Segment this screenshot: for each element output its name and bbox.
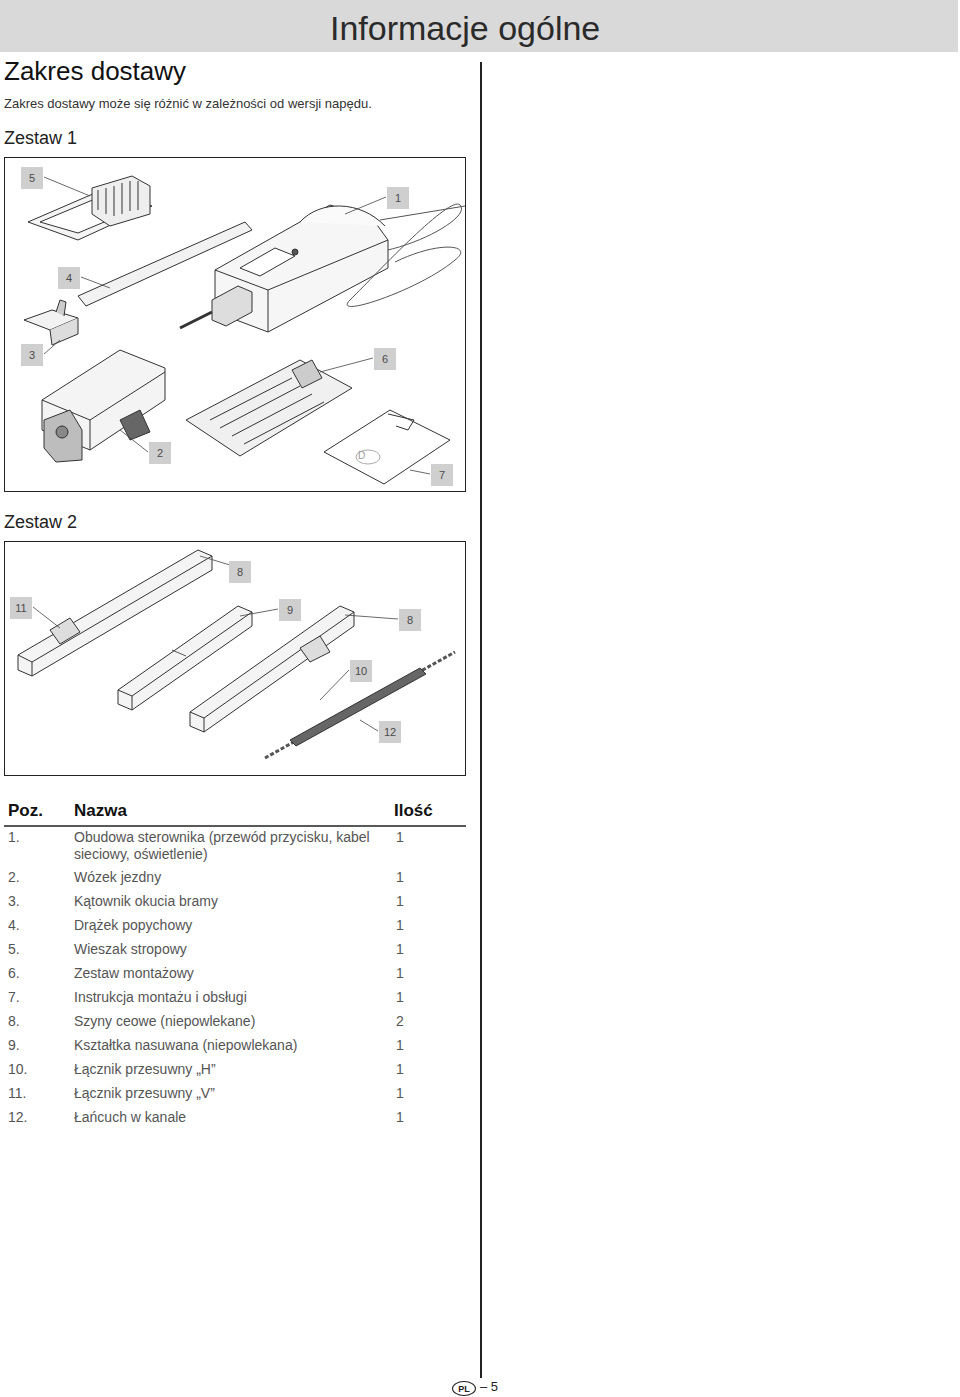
table-cell: 1 <box>396 965 404 982</box>
table-cell: Kształtka nasuwana (niepowlekana) <box>74 1037 384 1054</box>
table-cell: Wózek jezdny <box>74 869 384 886</box>
table-cell: 10. <box>8 1061 27 1078</box>
table-header: Poz. <box>8 801 43 821</box>
table-cell: 6. <box>8 965 20 982</box>
table-cell: 2. <box>8 869 20 886</box>
angle-bracket <box>24 300 78 345</box>
table-cell: 1 <box>396 941 404 958</box>
table-cell: Instrukcja montażu i obsługi <box>74 989 384 1006</box>
callout-number: 1 <box>395 192 401 204</box>
table-cell: 4. <box>8 917 20 934</box>
rail-profile <box>190 606 354 732</box>
table-cell: Łącznik przesuwny „H” <box>74 1061 384 1078</box>
table-cell: Zestaw montażowy <box>74 965 384 982</box>
table-cell: 5. <box>8 941 20 958</box>
callout-box: 7 <box>431 464 453 486</box>
table-cell: Obudowa sterownika (przewód przycisku, k… <box>74 829 384 863</box>
kit-frame: Zestaw 15143627 <box>4 157 466 492</box>
chain-channel <box>265 652 455 758</box>
callout-number: 3 <box>29 349 35 361</box>
callout-number: 10 <box>355 665 367 677</box>
table-cell: 1 <box>396 1109 404 1126</box>
table-cell: 1 <box>396 1085 404 1102</box>
table-cell: 1 <box>396 1037 404 1054</box>
table-cell: 1 <box>396 869 404 886</box>
kit-frame: Zestaw 2811981012 <box>4 541 466 776</box>
callout-number: 6 <box>382 353 388 365</box>
callout-number: 9 <box>287 604 293 616</box>
table-cell: Łańcuch w kanale <box>74 1109 384 1126</box>
callout-box: 2 <box>149 442 171 464</box>
table-cell: 9. <box>8 1037 20 1054</box>
callout-box: 12 <box>379 721 401 743</box>
table-rule <box>4 825 466 827</box>
callout-number: 7 <box>439 469 445 481</box>
push-rod <box>78 222 252 306</box>
callout-box: 6 <box>374 348 396 370</box>
table-cell: 1 <box>396 829 404 846</box>
language-code: PL <box>458 1384 470 1394</box>
table-cell: 1 <box>396 1061 404 1078</box>
mounting-kit <box>186 360 352 456</box>
table-cell: 1 <box>396 989 404 1006</box>
callout-box: 8 <box>399 609 421 631</box>
callout-box: 10 <box>350 660 372 682</box>
table-cell: Drążek popychowy <box>74 917 384 934</box>
table-cell: 12. <box>8 1109 27 1126</box>
table-cell: 8. <box>8 1013 20 1030</box>
leader-lines <box>33 177 430 731</box>
table-cell: Kątownik okucia bramy <box>74 893 384 910</box>
page-title: Informacje ogólne <box>330 8 600 49</box>
table-cell: 3. <box>8 893 20 910</box>
callout-number: 11 <box>15 602 26 614</box>
callout-box: 3 <box>21 344 43 366</box>
callout-box: 1 <box>387 187 409 209</box>
callout-number: 5 <box>29 172 35 184</box>
table-cell: 1 <box>396 917 404 934</box>
callout-number: 8 <box>237 566 243 578</box>
table-cell: Wieszak stropowy <box>74 941 384 958</box>
table-header: Nazwa <box>74 801 127 821</box>
table-cell: 11. <box>8 1085 26 1102</box>
ceiling-bracket <box>28 176 152 240</box>
callout-number: 12 <box>384 726 396 738</box>
callout-number: 2 <box>157 447 163 459</box>
callout-number: 8 <box>407 614 413 626</box>
callout-number: 4 <box>66 272 72 284</box>
kit-heading: Zestaw 2 <box>4 512 77 533</box>
table-cell: Szyny ceowe (niepowlekane) <box>74 1013 384 1030</box>
manual-mark: D <box>358 450 365 462</box>
callout-box: 9 <box>279 599 301 621</box>
page-number: – 5 <box>480 1379 498 1395</box>
table-cell: 7. <box>8 989 20 1006</box>
kit-heading: Zestaw 1 <box>4 128 77 149</box>
motor-housing <box>180 204 465 332</box>
table-cell: 1 <box>396 893 404 910</box>
column-divider <box>480 62 482 1378</box>
language-badge: PL <box>452 1381 476 1396</box>
callout-box: 8 <box>229 561 251 583</box>
callout-box: 5 <box>21 167 43 189</box>
section-text: Zakres dostawy może się różnić w zależno… <box>4 96 372 112</box>
carriage <box>42 350 165 462</box>
callout-box: 11 <box>10 597 32 619</box>
table-cell: Łącznik przesuwny „V” <box>74 1085 384 1102</box>
table-cell: 1. <box>8 829 20 846</box>
table-header: Ilość <box>394 801 433 821</box>
table-cell: 2 <box>396 1013 404 1030</box>
section-text: Zakres dostawy <box>4 56 186 87</box>
callout-box: 4 <box>58 267 80 289</box>
